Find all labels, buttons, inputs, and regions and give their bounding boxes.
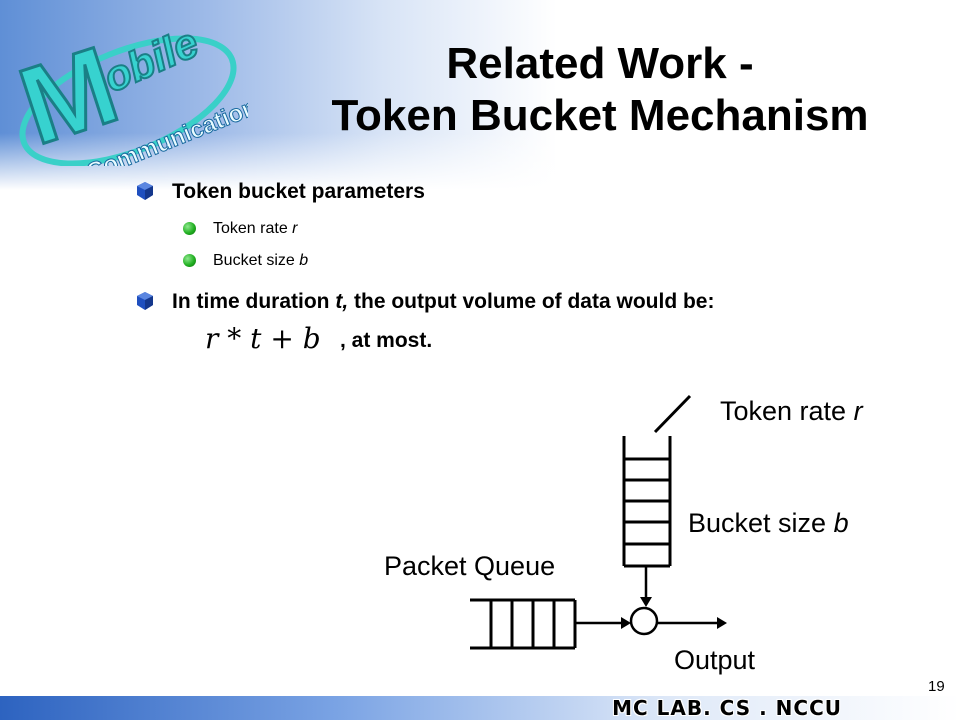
label-packet-queue: Packet Queue: [384, 551, 556, 581]
label-token-rate: Token rate r: [720, 396, 863, 427]
label-bucket-size-var: b: [833, 508, 849, 538]
token-arrow-icon: [653, 394, 692, 434]
queue-to-gate-arrowhead-icon: [621, 617, 631, 629]
label-token-rate-text: Token rate: [720, 396, 854, 426]
bullet-output-volume-text-a: In time duration: [172, 290, 336, 313]
cube-bullet-icon: [137, 182, 153, 200]
output-arrowhead-icon: [717, 617, 727, 629]
sub-bullet-bucket-size-text: Bucket size: [213, 252, 300, 269]
label-token-rate-var: r: [853, 396, 863, 426]
logo-orbit: [19, 35, 237, 166]
cube-bullet-icon: [137, 292, 153, 310]
dot-bullet-icon: [183, 254, 196, 267]
title-line-2: Token Bucket Mechanism: [331, 91, 869, 140]
formula-r-t-b: r * t + b: [205, 322, 321, 355]
sub-bullet-token-rate-var: r: [292, 220, 298, 237]
sub-bullet-token-rate-text: Token rate: [213, 220, 293, 237]
dot-bullet-icon: [183, 222, 196, 235]
bullet-output-volume: In time duration t, the output volume of…: [172, 290, 714, 314]
header-fade: [0, 0, 960, 190]
bullet-token-bucket-parameters: Token bucket parameters: [172, 180, 425, 203]
label-output: Output: [674, 645, 756, 675]
footer-bar: [0, 696, 960, 720]
mobile-communications-logo: M obile Communications: [8, 17, 248, 166]
sub-bullet-bucket-size-var: b: [299, 252, 309, 269]
sub-bullet-bucket-size: Bucket size b: [213, 252, 308, 270]
page-number: 19: [928, 678, 945, 695]
slide-title: Related Work - Token Bucket Mechanism: [255, 38, 945, 142]
bullet-output-volume-var: t,: [335, 290, 349, 313]
at-most-text: , at most.: [340, 329, 433, 352]
label-bucket-size: Bucket size b: [688, 508, 849, 539]
bucket-to-gate-arrowhead-icon: [640, 597, 652, 607]
bullet-output-volume-text-b: the output volume of data would be:: [348, 290, 715, 313]
footer-lab-name: MC LAB. CS . NCCU: [612, 696, 842, 720]
label-bucket-size-text: Bucket size: [688, 508, 834, 538]
title-line-1: Related Work -: [446, 39, 754, 88]
gate-circle: [629, 606, 659, 636]
sub-bullet-token-rate: Token rate r: [213, 220, 297, 238]
